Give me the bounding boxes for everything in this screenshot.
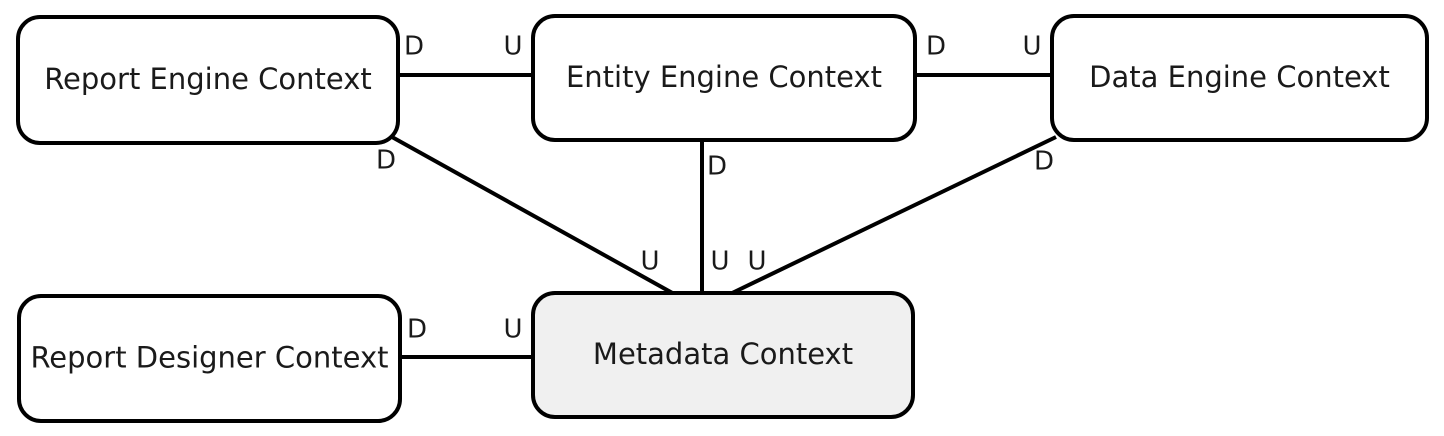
role-marker-data-engine-to-metadata-from: D — [1034, 147, 1054, 177]
node-layer: Report Engine Context Entity Engine Conte… — [16, 14, 1429, 423]
role-marker-entity-engine-to-data-engine-to: U — [1022, 32, 1041, 62]
context-label-metadata-context: Metadata Context — [593, 337, 853, 371]
role-marker-entity-engine-to-metadata-from: D — [707, 152, 727, 182]
context-box-entity-engine-context[interactable] — [531, 14, 917, 142]
context-box-report-designer-context[interactable] — [17, 294, 402, 423]
context-node-data-engine-context[interactable]: Data Engine Context — [1050, 14, 1429, 142]
context-node-entity-engine-context[interactable]: Entity Engine Context — [531, 14, 917, 142]
relationship-layer — [391, 73, 1057, 359]
role-marker-report-engine-to-entity-engine-to: U — [503, 32, 522, 62]
context-node-report-designer-context[interactable]: Report Designer Context — [17, 294, 402, 423]
role-marker-data-engine-to-metadata-to: U — [747, 247, 766, 277]
role-marker-entity-engine-to-data-engine-from: D — [926, 32, 946, 62]
context-label-report-designer-context: Report Designer Context — [30, 341, 388, 375]
role-marker-entity-engine-to-metadata-to: U — [710, 247, 729, 277]
relationship-line-report-engine-to-metadata — [391, 135, 677, 297]
context-box-metadata-context[interactable] — [531, 291, 915, 419]
role-marker-report-engine-to-metadata-from: D — [376, 146, 396, 176]
context-box-report-engine-context[interactable] — [16, 15, 400, 145]
role-marker-report-designer-to-metadata-to: U — [503, 315, 522, 345]
context-label-entity-engine-context: Entity Engine Context — [566, 60, 882, 94]
role-marker-report-engine-to-entity-engine-from: D — [404, 32, 424, 62]
relationship-line-data-engine-to-metadata — [727, 135, 1057, 297]
marker-layer: D U D U D U D U D U D U — [376, 32, 1054, 345]
role-marker-report-designer-to-metadata-from: D — [407, 315, 427, 345]
context-node-report-engine-context[interactable]: Report Engine Context — [16, 15, 400, 145]
context-node-metadata-context[interactable]: Metadata Context — [531, 291, 915, 419]
context-label-data-engine-context: Data Engine Context — [1089, 60, 1390, 94]
context-label-report-engine-context: Report Engine Context — [44, 62, 372, 96]
context-box-data-engine-context[interactable] — [1050, 14, 1429, 142]
role-marker-report-engine-to-metadata-to: U — [640, 247, 659, 277]
